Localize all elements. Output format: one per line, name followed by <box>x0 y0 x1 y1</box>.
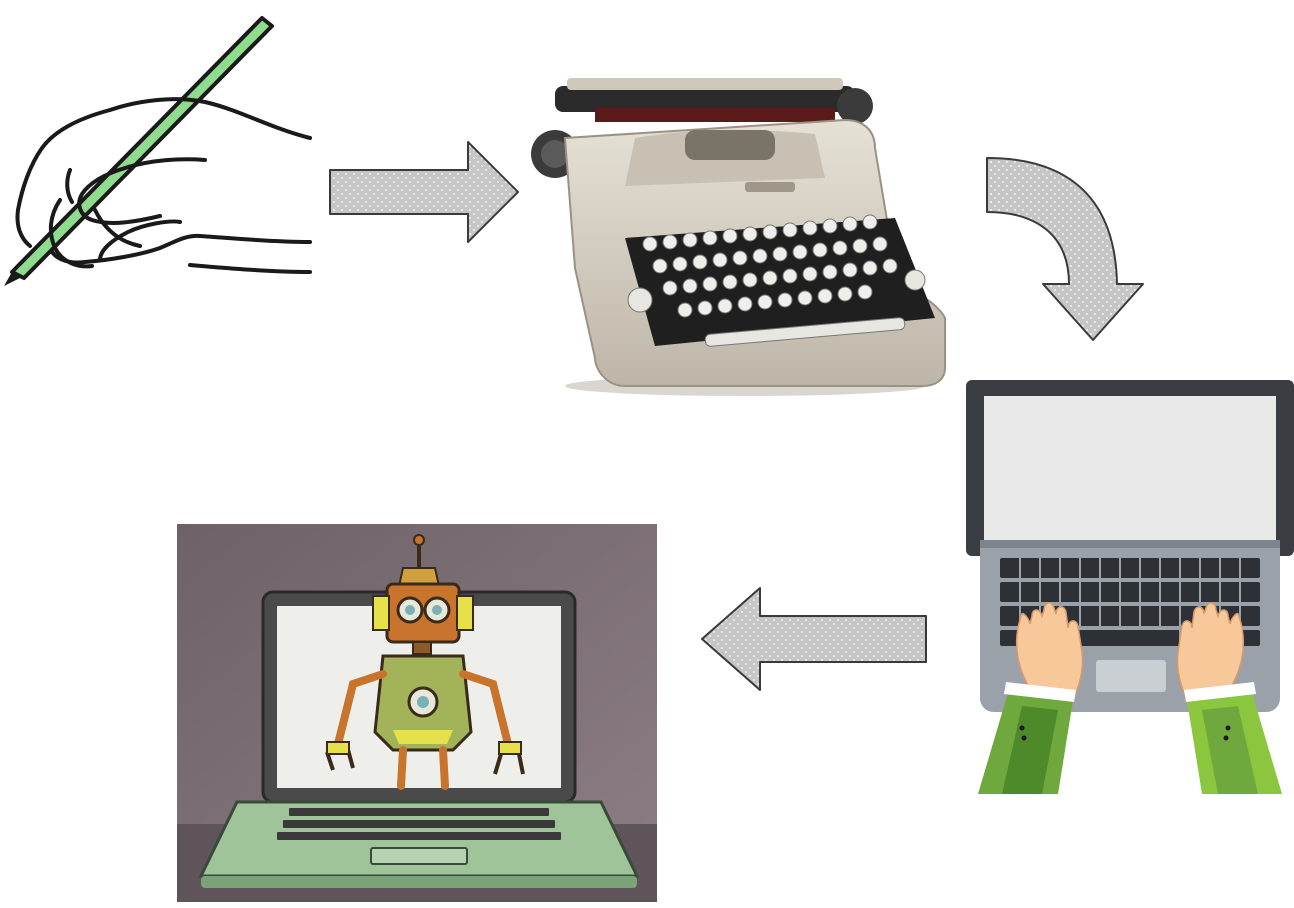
laptop-with-typing-hands-icon <box>962 376 1294 794</box>
arrow-left-icon <box>700 586 928 692</box>
arrow-curved-down-icon <box>985 156 1145 342</box>
typewriter-icon <box>515 68 955 398</box>
arrow-right-icon <box>328 140 520 244</box>
robot-in-laptop-icon <box>177 524 657 902</box>
hand-writing-with-pen-icon <box>0 10 320 290</box>
